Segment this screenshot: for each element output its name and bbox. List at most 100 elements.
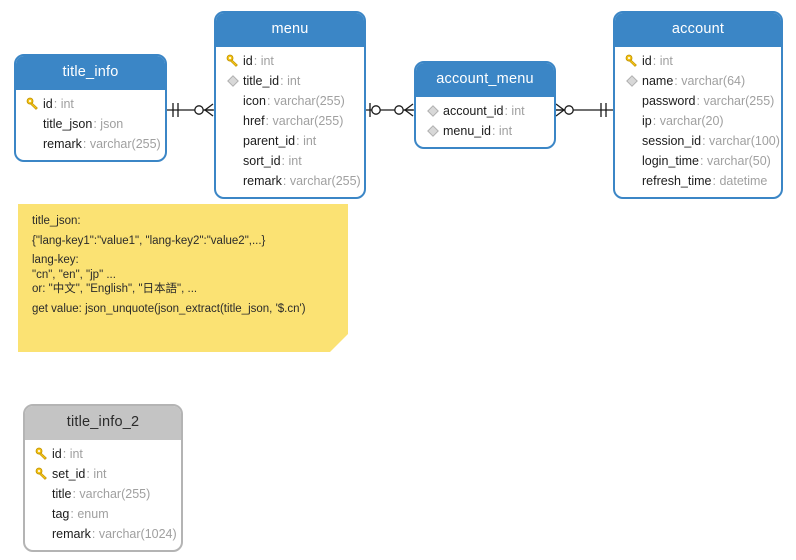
er-table-title-account: account [615,13,781,47]
primary-key-icon [623,53,640,69]
er-field-row[interactable]: ip: varchar(20) [615,111,781,131]
er-field-type: : int [491,123,513,138]
er-field-name: refresh_time [642,173,712,188]
er-field-type: : int [86,466,107,481]
er-field-name: id [642,53,652,68]
foreign-key-icon [623,73,640,89]
no-key-icon [623,93,640,109]
relationship-account_menu-account [555,103,613,117]
er-field-name: set_id [52,466,86,481]
er-field-name: account_id [443,103,504,118]
er-field-row[interactable]: refresh_time: datetime [615,171,781,191]
no-key-icon [33,486,50,502]
er-field-row[interactable]: parent_id: int [216,131,364,151]
er-field-row[interactable]: title_id: int [216,71,364,91]
er-field-name: href [243,113,265,128]
er-table-title-menu: menu [216,13,364,47]
er-field-list-title_info: id: int title_json: json remark: varchar… [16,90,165,160]
no-key-icon [224,173,241,189]
er-field-type: : int [281,153,302,168]
er-field-row[interactable]: set_id: int [25,464,181,484]
no-key-icon [24,116,41,132]
er-field-type: : varchar(100) [702,133,780,148]
er-field-type: : int [280,73,301,88]
er-field-type: : varchar(50) [699,153,771,168]
er-field-row[interactable]: menu_id: int [416,121,554,141]
er-field-name: password [642,93,696,108]
er-field-type: : int [53,96,74,111]
er-field-type: : json [93,116,124,131]
er-field-row[interactable]: name: varchar(64) [615,71,781,91]
er-table-title-title_info_2: title_info_2 [25,406,181,440]
no-key-icon [33,506,50,522]
er-field-name: tag [52,506,70,521]
note-line: or: "中文", "English", "日本語", ... [32,283,198,295]
er-table-account[interactable]: account id: int name: varchar(64) passw [613,11,783,199]
er-field-name: ip [642,113,652,128]
er-field-type: : int [652,53,673,68]
er-field-name: remark [43,136,82,151]
er-field-type: : varchar(255) [265,113,344,128]
er-field-name: menu_id [443,123,491,138]
er-table-title-title_info: title_info [16,56,165,90]
er-field-type: : varchar(255) [282,173,361,188]
er-field-type: : varchar(1024) [91,526,177,541]
er-table-title_info_2[interactable]: title_info_2 id: int set_id: int [23,404,183,552]
er-table-menu[interactable]: menu id: int title_id: int icon: varcha [214,11,366,199]
er-field-row[interactable]: account_id: int [416,101,554,121]
note-line: get value: json_unquote(json_extract(tit… [32,302,306,315]
note-line: "cn", "en", "jp" ... [32,268,116,281]
er-field-name: remark [52,526,91,541]
er-field-list-menu: id: int title_id: int icon: varchar(255)… [216,47,364,197]
er-field-row[interactable]: sort_id: int [216,151,364,171]
er-field-row[interactable]: id: int [615,51,781,71]
er-field-row[interactable]: id: int [25,444,181,464]
er-field-type: : varchar(64) [674,73,746,88]
er-field-row[interactable]: title_json: json [16,114,165,134]
er-field-row[interactable]: id: int [16,94,165,114]
er-field-row[interactable]: icon: varchar(255) [216,91,364,111]
er-field-name: id [52,446,62,461]
er-field-row[interactable]: login_time: varchar(50) [615,151,781,171]
er-field-type: : varchar(255) [72,486,151,501]
er-field-name: remark [243,173,282,188]
er-field-type: : enum [70,506,109,521]
note-line: {"lang-key1":"value1", "lang-key2":"valu… [32,234,266,247]
foreign-key-icon [424,123,441,139]
foreign-key-icon [224,73,241,89]
er-field-row[interactable]: href: varchar(255) [216,111,364,131]
er-field-row[interactable]: id: int [216,51,364,71]
er-field-row[interactable]: remark: varchar(1024) [25,524,181,544]
er-field-name: title [52,486,72,501]
er-field-row[interactable]: password: varchar(255) [615,91,781,111]
er-field-type: : datetime [712,173,768,188]
er-field-row[interactable]: session_id: varchar(100) [615,131,781,151]
er-field-name: sort_id [243,153,281,168]
er-field-row[interactable]: remark: varchar(255) [216,171,364,191]
er-field-type: : int [296,133,317,148]
er-field-type: : varchar(255) [266,93,345,108]
note-fold-corner-icon [330,334,348,352]
er-field-name: title_json [43,116,93,131]
note-line: title_json: [32,215,81,227]
no-key-icon [623,113,640,129]
primary-key-icon [33,446,50,462]
er-field-name: login_time [642,153,699,168]
primary-key-icon [24,96,41,112]
foreign-key-icon [424,103,441,119]
no-key-icon [224,113,241,129]
er-field-row[interactable]: tag: enum [25,504,181,524]
er-field-row[interactable]: remark: varchar(255) [16,134,165,154]
er-field-name: name [642,73,674,88]
no-key-icon [24,136,41,152]
er-table-title_info[interactable]: title_info id: int title_json: json rema… [14,54,167,162]
er-table-account_menu[interactable]: account_menu account_id: int menu_id: in… [414,61,556,149]
no-key-icon [224,133,241,149]
er-field-row[interactable]: title: varchar(255) [25,484,181,504]
no-key-icon [623,153,640,169]
no-key-icon [33,526,50,542]
relationship-menu-account_menu [366,103,414,117]
er-field-type: : int [253,53,274,68]
title_json-note[interactable]: title_json: {"lang-key1":"value1", "lang… [18,204,348,352]
